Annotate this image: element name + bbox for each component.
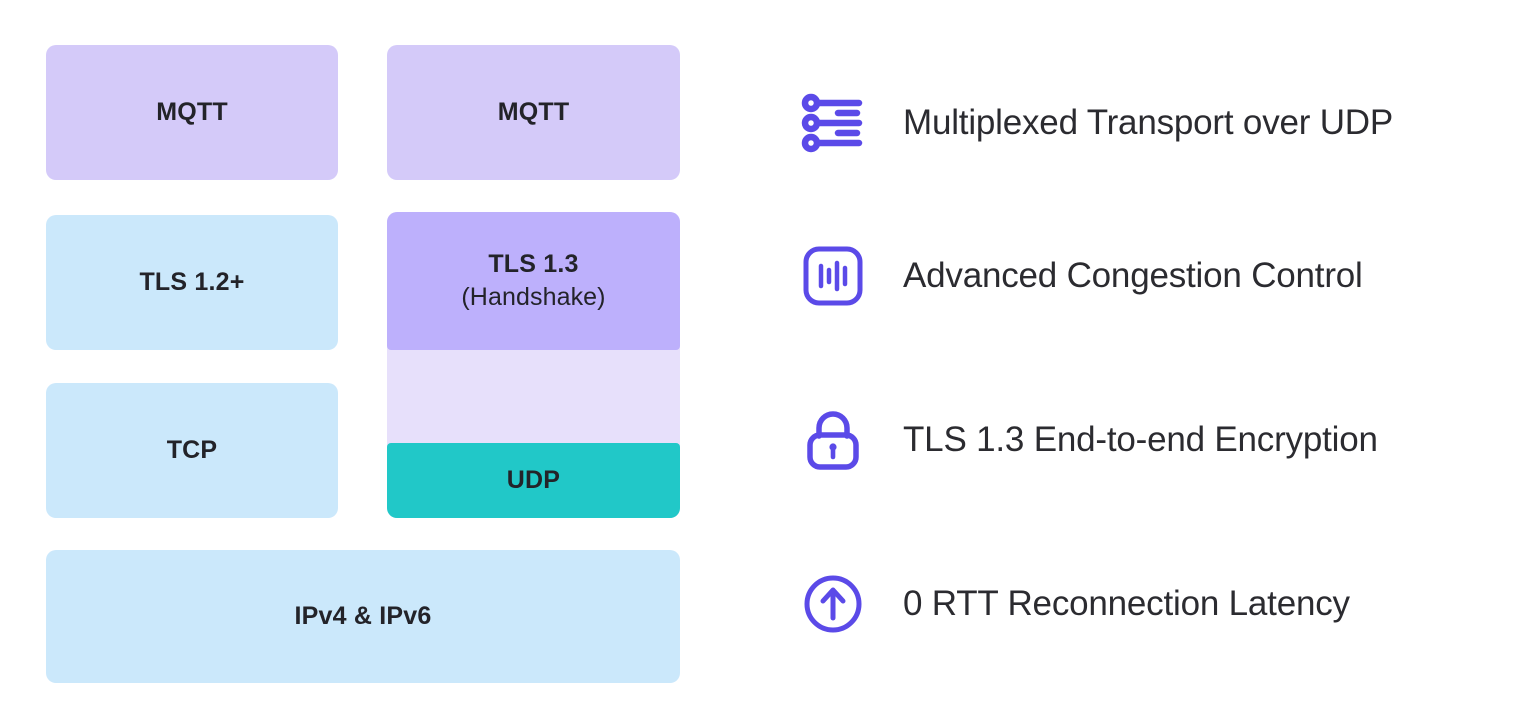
stack-layer-tcp: TCP: [46, 383, 338, 518]
stack-layer-label: TLS 1.3: [488, 249, 579, 278]
stack-layer-tls12: TLS 1.2+: [46, 215, 338, 350]
feature-label: Multiplexed Transport over UDP: [903, 103, 1394, 142]
stack-layer-mqtt-quic: MQTT: [387, 45, 680, 180]
stack-layer-mqtt-tcp: MQTT: [46, 45, 338, 180]
feature-item-encryption: TLS 1.3 End-to-end Encryption: [795, 402, 1378, 478]
feature-list: Multiplexed Transport over UDP Advanced …: [795, 0, 1536, 728]
feature-label: TLS 1.3 End-to-end Encryption: [903, 420, 1378, 459]
stack-layer-label: UDP: [506, 465, 561, 494]
stack-layer-udp: UDP: [387, 443, 680, 518]
stack-layer-label: TCP: [166, 435, 218, 464]
feature-label: Advanced Congestion Control: [903, 256, 1363, 295]
waveform-icon: [795, 238, 871, 314]
stack-layer-label: TLS 1.2+: [139, 267, 245, 296]
stack-layer-sublabel: (Handshake): [461, 283, 606, 311]
feature-item-zero-rtt: 0 RTT Reconnection Latency: [795, 566, 1350, 642]
stack-layer-ip: IPv4 & IPv6: [46, 550, 680, 683]
multiplexed-streams-icon: [795, 85, 871, 161]
arrow-up-circle-icon: [795, 566, 871, 642]
feature-item-congestion-control: Advanced Congestion Control: [795, 238, 1363, 314]
lock-icon: [795, 402, 871, 478]
stack-layer-label: MQTT: [497, 97, 570, 126]
stack-layer-label: MQTT: [156, 97, 228, 126]
protocol-stack-diagram: MQTT TLS 1.2+ TCP MQTT TLS 1.3 (Handshak…: [0, 0, 740, 728]
feature-label: 0 RTT Reconnection Latency: [903, 584, 1350, 623]
feature-item-multiplexed-transport: Multiplexed Transport over UDP: [795, 85, 1393, 161]
stack-layer-label: IPv4 & IPv6: [294, 601, 432, 630]
stack-layer-tls13: TLS 1.3 (Handshake): [387, 212, 680, 350]
